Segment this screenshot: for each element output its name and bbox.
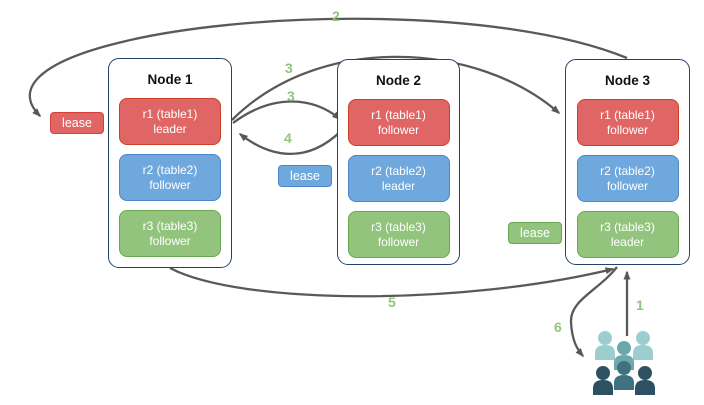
node3-replica-r1: r1 (table1) follower bbox=[576, 99, 679, 146]
step-label-3a: 3 bbox=[285, 60, 293, 76]
node-3-title: Node 3 bbox=[604, 73, 650, 88]
step-label-1: 1 bbox=[636, 297, 644, 313]
node3-replica-r2: r2 (table2) follower bbox=[576, 155, 679, 202]
replica-role: follower bbox=[377, 122, 420, 137]
step-label-2: 2 bbox=[332, 8, 340, 24]
replica-label: r2 (table2) bbox=[371, 163, 426, 178]
node-2: Node 2 r1 (table1) follower r2 (table2) … bbox=[337, 59, 460, 265]
lease-badge-red: lease bbox=[50, 112, 104, 134]
replica-role: follower bbox=[606, 122, 649, 137]
step-label-4: 4 bbox=[284, 130, 292, 146]
node-1: Node 1 r1 (table1) leader r2 (table2) fo… bbox=[108, 58, 232, 268]
arrow-step-3-to-node2 bbox=[232, 100, 342, 124]
node-2-title: Node 2 bbox=[375, 73, 421, 88]
step-label-3b: 3 bbox=[287, 88, 295, 104]
node3-replica-r3: r3 (table3) leader bbox=[576, 211, 679, 258]
replica-role: follower bbox=[377, 234, 420, 249]
node1-replica-r3: r3 (table3) follower bbox=[119, 210, 221, 257]
replica-label: r3 (table3) bbox=[142, 218, 198, 233]
lease-badge-blue: lease bbox=[278, 165, 332, 187]
replica-role: follower bbox=[149, 233, 191, 248]
replica-role: leader bbox=[153, 121, 187, 136]
users-group-icon bbox=[593, 331, 655, 395]
node1-replica-r2: r2 (table2) follower bbox=[119, 154, 221, 201]
replica-role: follower bbox=[606, 178, 649, 193]
lease-badge-green: lease bbox=[508, 222, 562, 244]
replica-label: r3 (table3) bbox=[600, 219, 655, 234]
replica-label: r1 (table1) bbox=[142, 106, 198, 121]
node-3: Node 3 r1 (table1) follower r2 (table2) … bbox=[565, 59, 690, 265]
replica-label: r2 (table2) bbox=[142, 162, 198, 177]
replica-role: leader bbox=[381, 178, 416, 193]
replica-label: r1 (table1) bbox=[371, 107, 426, 122]
node2-replica-r2: r2 (table2) leader bbox=[347, 155, 450, 202]
replica-label: r3 (table3) bbox=[371, 219, 426, 234]
step-label-5: 5 bbox=[388, 294, 396, 310]
replica-label: r2 (table2) bbox=[600, 163, 655, 178]
replica-role: follower bbox=[149, 177, 191, 192]
step-label-6: 6 bbox=[554, 319, 562, 335]
arrow-step-5 bbox=[169, 266, 615, 298]
node2-replica-r3: r3 (table3) follower bbox=[347, 211, 450, 258]
node-1-title: Node 1 bbox=[147, 72, 193, 87]
replica-label: r1 (table1) bbox=[600, 107, 655, 122]
node1-replica-r1: r1 (table1) leader bbox=[119, 98, 221, 145]
node2-replica-r1: r1 (table1) follower bbox=[347, 99, 450, 146]
replica-role: leader bbox=[610, 234, 645, 249]
